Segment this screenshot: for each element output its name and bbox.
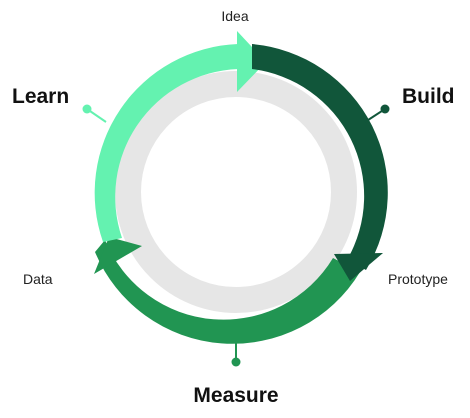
build-arrow [252, 44, 388, 270]
stage-label-build: Build [402, 85, 455, 108]
learn-arrow [94, 44, 238, 242]
artifact-label-data: Data [23, 271, 53, 287]
measure-arrow [95, 240, 360, 344]
build-connector-dot [380, 104, 390, 114]
stage-label-measure: Measure [193, 384, 278, 407]
measure-arrowhead [94, 237, 142, 274]
stage-label-learn: Learn [12, 85, 69, 108]
artifact-label-prototype: Prototype [388, 271, 448, 287]
artifact-label-idea: Idea [221, 8, 248, 24]
learn-connector-dot [82, 104, 92, 114]
build-arrowhead [334, 253, 383, 281]
inner-ring [115, 71, 357, 313]
learn-arrowhead [237, 31, 266, 92]
measure-connector-dot [231, 357, 241, 367]
